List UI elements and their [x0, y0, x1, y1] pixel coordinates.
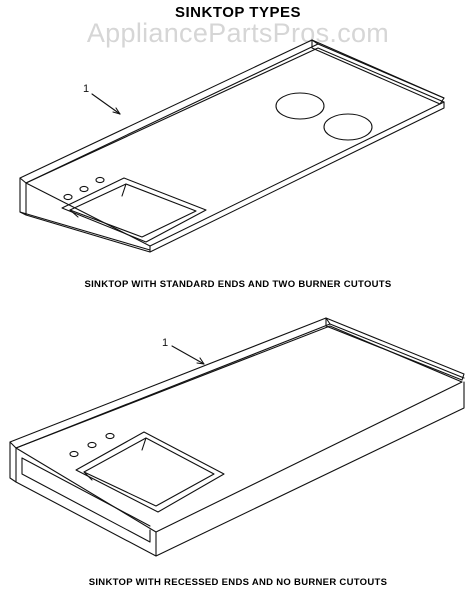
callout-number: 1: [162, 337, 168, 349]
callout-leader: [91, 93, 121, 115]
page-title: SINKTOP TYPES: [175, 4, 301, 21]
diagram-caption: SINKTOP WITH STANDARD ENDS AND TWO BURNE…: [84, 279, 392, 290]
diagram-caption: SINKTOP WITH RECESSED ENDS AND NO BURNER…: [88, 577, 388, 588]
left-end-splash: [19, 177, 27, 216]
callout-leader: [171, 345, 205, 365]
sink-bowl: [61, 177, 207, 243]
burner-cutout: [275, 92, 325, 120]
countertop-surface: [15, 325, 463, 533]
backsplash: [9, 317, 331, 449]
callout-number: 1: [83, 83, 89, 95]
faucet-holes: [63, 176, 105, 201]
front-edge: [15, 381, 465, 557]
sink-bowl: [75, 431, 225, 513]
countertop-surface: [25, 47, 445, 247]
recessed-end: [21, 457, 151, 543]
right-end-splash: [325, 317, 465, 381]
faucet-holes: [69, 432, 115, 458]
sinktop-recessed-ends: [9, 317, 465, 557]
sinktop-standard-ends: [19, 39, 445, 253]
front-edge: [25, 101, 445, 253]
burner-cutout: [323, 113, 373, 141]
backsplash: [19, 39, 319, 184]
